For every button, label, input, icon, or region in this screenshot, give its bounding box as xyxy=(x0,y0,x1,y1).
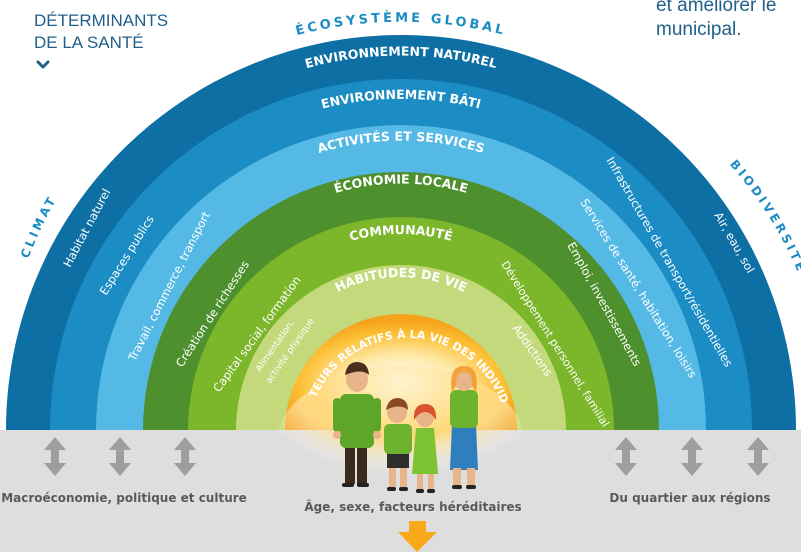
double-arrow-icon xyxy=(174,437,196,476)
boy-figure xyxy=(384,398,412,491)
double-arrow-icon xyxy=(615,437,637,476)
title-line-2: DE LA SANTÉ xyxy=(34,33,144,52)
woman-figure xyxy=(450,366,478,489)
diagram-title: DÉTERMINANTS DE LA SANTÉ xyxy=(34,10,168,54)
double-arrow-icon xyxy=(681,437,703,476)
family-icon xyxy=(333,362,478,493)
corner-line-2: municipal. xyxy=(656,19,742,40)
double-arrow-icon xyxy=(109,437,131,476)
man-figure xyxy=(333,362,381,487)
double-arrow-icon xyxy=(44,437,66,476)
arrow-down-icon[interactable] xyxy=(398,521,437,552)
cropped-paragraph: et améliorer le municipal. xyxy=(656,0,776,42)
label-age-sexe: Âge, sexe, facteurs héréditaires xyxy=(304,499,521,514)
label-communaute: COMMUNAUTÉ xyxy=(348,222,455,244)
girl-figure xyxy=(412,404,438,493)
double-arrow-icon xyxy=(747,437,769,476)
title-line-1: DÉTERMINANTS xyxy=(34,11,169,30)
label-ecosysteme-global: ÉCOSYSTÈME GLOBAL xyxy=(294,10,508,39)
chevron-down-icon[interactable] xyxy=(36,60,50,70)
label-macroeconomie: Macroéconomie, politique et culture xyxy=(1,491,247,505)
label-quartier-regions: Du quartier aux régions xyxy=(609,491,770,505)
corner-line-1: et améliorer le xyxy=(656,0,777,16)
